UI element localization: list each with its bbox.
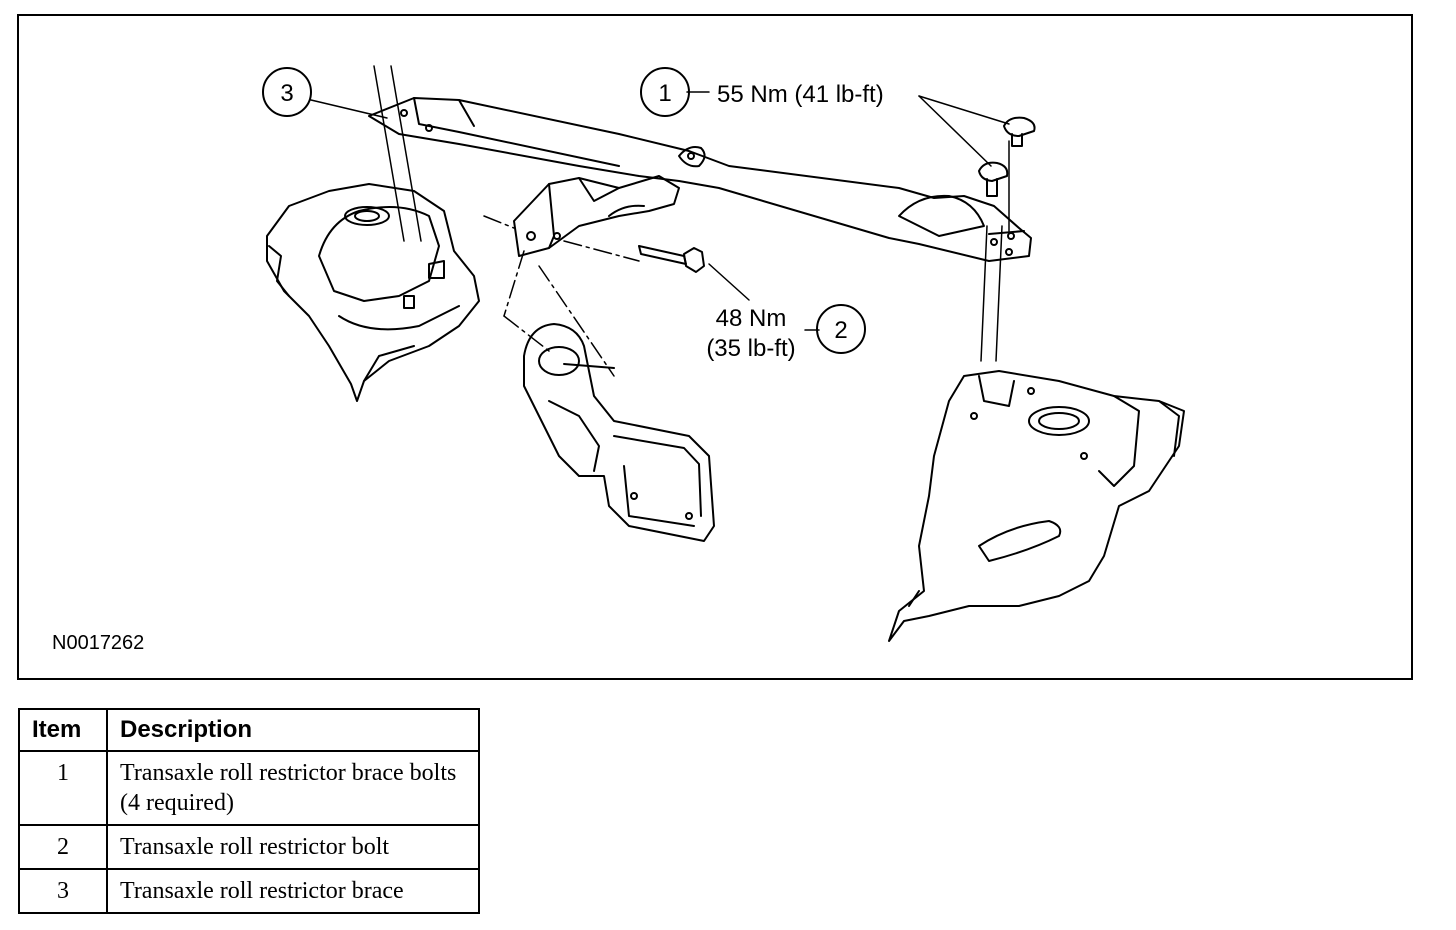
callout-2-torque-line1: 48 Nm	[716, 305, 787, 332]
callout-3: 3	[262, 67, 312, 117]
left-engine-mount	[266, 183, 480, 402]
legend-row: 1 Transaxle roll restrictor brace bolts …	[18, 750, 480, 826]
exploded-view-drawing: 3 1 55 Nm (41 lb-ft) 2 48 Nm (35 lb-ft) …	[52, 65, 1185, 654]
figure-id: N0017262	[52, 632, 144, 654]
legend-item-number: 1	[18, 750, 108, 826]
right-transaxle-mount	[888, 370, 1185, 642]
header-item: Item	[18, 708, 108, 752]
legend-item-description: Transaxle roll restrictor brace	[106, 868, 480, 914]
legend-row: 2 Transaxle roll restrictor bolt	[18, 824, 480, 870]
callout-2-torque-line2: (35 lb-ft)	[706, 335, 795, 362]
legend-table: Item Description 1 Transaxle roll restri…	[18, 708, 480, 914]
header-description: Description	[106, 708, 480, 752]
diagram-frame: 3 1 55 Nm (41 lb-ft) 2 48 Nm (35 lb-ft) …	[17, 14, 1413, 680]
callout-2: 2 48 Nm (35 lb-ft)	[706, 304, 866, 362]
brace-bolts	[978, 116, 1036, 197]
alignment-lines	[483, 215, 640, 377]
roll-restrictor-brace	[368, 97, 1032, 262]
legend-header-row: Item Description	[18, 708, 480, 752]
roll-restrictor-bolt	[638, 245, 705, 273]
callout-1-torque: 55 Nm (41 lb-ft)	[717, 81, 884, 108]
callout-1-number: 1	[658, 80, 671, 107]
legend-item-description: Transaxle roll restrictor brace bolts (4…	[106, 750, 480, 826]
leader-lines	[310, 91, 1010, 331]
legend-item-number: 3	[18, 868, 108, 914]
legend-item-description: Transaxle roll restrictor bolt	[106, 824, 480, 870]
callout-2-number: 2	[834, 317, 847, 344]
center-roll-restrictor	[523, 323, 715, 542]
brace-bracket	[513, 175, 680, 257]
legend-row: 3 Transaxle roll restrictor brace	[18, 868, 480, 914]
callout-1: 1 55 Nm (41 lb-ft)	[640, 67, 884, 117]
legend-item-number: 2	[18, 824, 108, 870]
vertical-centerlines	[373, 65, 1010, 362]
callout-3-number: 3	[280, 80, 293, 107]
